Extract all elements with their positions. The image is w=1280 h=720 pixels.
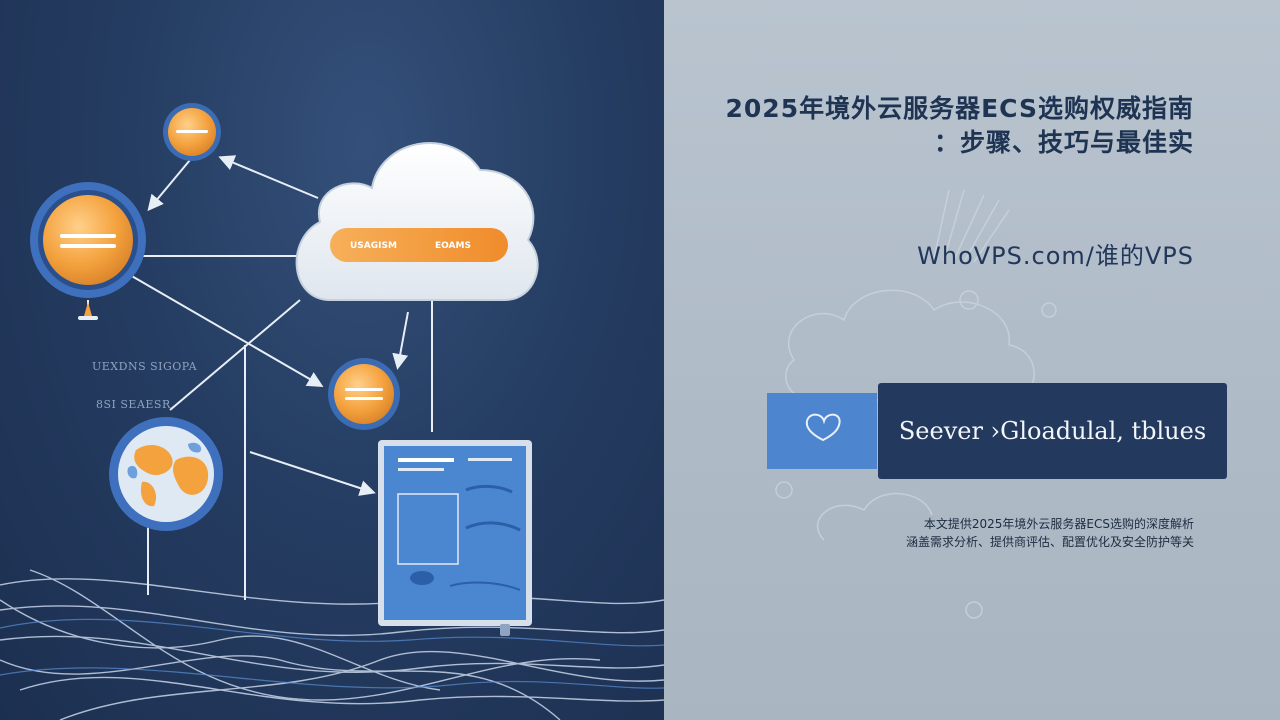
banner-icon-box [767,393,877,469]
description: 本文提供2025年境外云服务器ECS选购的深度解析 涵盖需求分析、提供商评估、配… [774,515,1194,551]
left-label-1: UEXDNS SIGOPA [92,360,198,373]
orange-node-small [163,103,221,161]
globe-icon [109,417,223,531]
wave-lines [0,569,664,720]
info-panel [664,0,1280,720]
banner-label: Seever ›Gloadulal, tblues [898,417,1207,445]
cloud-shape: USAGISM EOAMS [295,142,539,301]
site-name: WhoVPS.com/谁的VPS [917,242,1194,270]
orange-node-large [30,182,146,298]
server-screen [378,440,532,636]
title-line-2: ：步骤、技巧与最佳实 [933,128,1194,157]
pin-icon [78,302,98,320]
network-illustration: USAGISM EOAMS [0,103,664,720]
left-label-2: 8SI SEAESR [96,398,171,411]
page-title: 2025年境外云服务器ECS选购权威指南 ：步骤、技巧与最佳实 [674,92,1194,160]
cloud-label-left: USAGISM [350,241,397,251]
banner-label-box: Seever ›Gloadulal, tblues [878,383,1227,479]
connection-lines [87,155,433,600]
description-line-1: 本文提供2025年境外云服务器ECS选购的深度解析 [923,517,1194,531]
heart-cloud-icon [805,413,841,442]
orange-node-middle [328,358,400,430]
title-line-1: 2025年境外云服务器ECS选购权威指南 [725,94,1194,123]
illustration-panel: USAGISM EOAMS [0,0,664,720]
description-line-2: 涵盖需求分析、提供商评估、配置优化及安全防护等关 [905,535,1194,549]
cloud-label-right: EOAMS [435,241,471,251]
